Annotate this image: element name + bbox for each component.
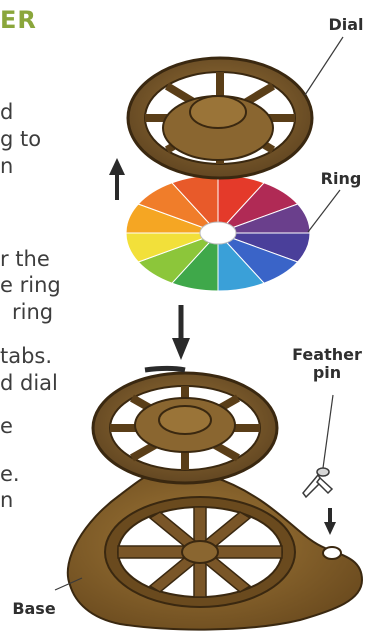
dial-label: Dial bbox=[324, 16, 368, 34]
dial-assembled bbox=[93, 369, 277, 484]
feather-pin-arrow-icon bbox=[324, 508, 336, 535]
feather-pin-label: Feather pin bbox=[288, 346, 366, 382]
arrow-down-icon bbox=[172, 305, 190, 360]
arrow-up-icon bbox=[109, 158, 125, 200]
feather-pin-illustration bbox=[303, 468, 332, 497]
base-illustration bbox=[68, 470, 362, 630]
dial-illustration bbox=[128, 58, 312, 178]
base-label: Base bbox=[8, 600, 60, 618]
ring-label: Ring bbox=[316, 170, 366, 188]
ring-illustration bbox=[126, 175, 310, 291]
